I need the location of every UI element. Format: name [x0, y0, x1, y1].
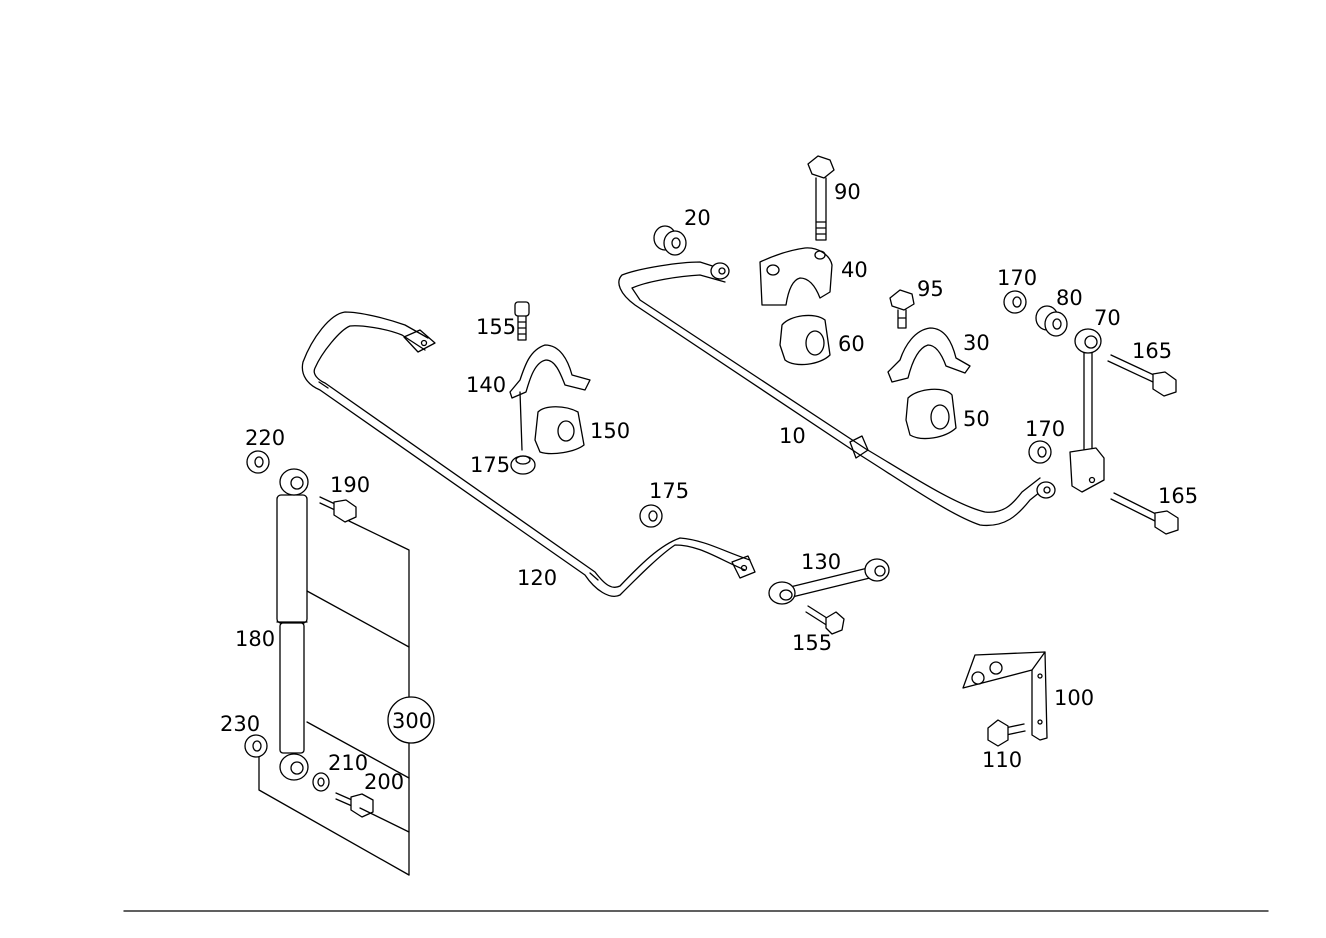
bushing-80 [1035, 305, 1068, 337]
shock-absorber [276, 468, 309, 781]
label-140: 140 [466, 373, 506, 397]
label-150: 150 [590, 419, 630, 443]
bolt-190 [319, 496, 357, 523]
label-80: 80 [1056, 286, 1083, 310]
rear-stabilizer-bar [301, 311, 756, 597]
bolt-200 [335, 792, 374, 818]
assembly-300-brackets [258, 520, 435, 876]
label-155-upper: 155 [476, 315, 516, 339]
rubber-bushing-150 [534, 406, 585, 455]
label-30: 30 [963, 331, 990, 355]
link-130 [768, 558, 890, 605]
label-20: 20 [684, 206, 711, 230]
bolt-165-lower [1110, 492, 1179, 535]
label-60: 60 [838, 332, 865, 356]
bolt-165-upper [1107, 354, 1177, 397]
bolt-155-lower [805, 605, 845, 635]
bushing-220 [246, 450, 270, 474]
label-120: 120 [517, 566, 557, 590]
label-165-upper: 165 [1132, 339, 1172, 363]
label-220: 220 [245, 426, 285, 450]
stabilizer-link-70 [1069, 328, 1105, 493]
bolt-90 [807, 155, 835, 241]
rubber-bushing-60 [779, 314, 831, 366]
washer-210 [312, 772, 330, 792]
label-175-right: 175 [649, 479, 689, 503]
label-10: 10 [779, 424, 806, 448]
label-130: 130 [801, 550, 841, 574]
label-190: 190 [330, 473, 370, 497]
bushing-20 [653, 225, 687, 256]
clamp-40 [759, 247, 833, 306]
label-210: 210 [328, 751, 368, 775]
washer-170-upper [1003, 290, 1027, 314]
bolt-155-upper [514, 301, 530, 341]
bracket-100 [962, 651, 1048, 741]
washer-170-lower [1028, 440, 1052, 464]
clamp-140 [509, 344, 591, 451]
bolt-95 [889, 289, 915, 329]
label-100: 100 [1054, 686, 1094, 710]
label-155-lower: 155 [792, 631, 832, 655]
rubber-bushing-50 [905, 388, 957, 440]
bolt-110 [987, 719, 1026, 747]
part-labels: 10 20 30 40 50 60 70 80 90 95 100 110 12… [220, 180, 1198, 794]
label-180: 180 [235, 627, 275, 651]
bushing-175-right [639, 504, 663, 528]
label-300: 300 [392, 709, 432, 733]
label-110: 110 [982, 748, 1022, 772]
clamp-30 [887, 327, 971, 383]
nut-175-lower [510, 455, 536, 475]
label-50: 50 [963, 407, 990, 431]
label-170-upper: 170 [997, 266, 1037, 290]
label-165-lower: 165 [1158, 484, 1198, 508]
label-230: 230 [220, 712, 260, 736]
label-90: 90 [834, 180, 861, 204]
bushing-230 [244, 734, 268, 758]
label-70: 70 [1094, 306, 1121, 330]
label-170-lower: 170 [1025, 417, 1065, 441]
label-175-lower: 175 [470, 453, 510, 477]
label-200: 200 [364, 770, 404, 794]
label-40: 40 [841, 258, 868, 282]
label-95: 95 [917, 277, 944, 301]
front-stabilizer-bar [618, 261, 1056, 527]
